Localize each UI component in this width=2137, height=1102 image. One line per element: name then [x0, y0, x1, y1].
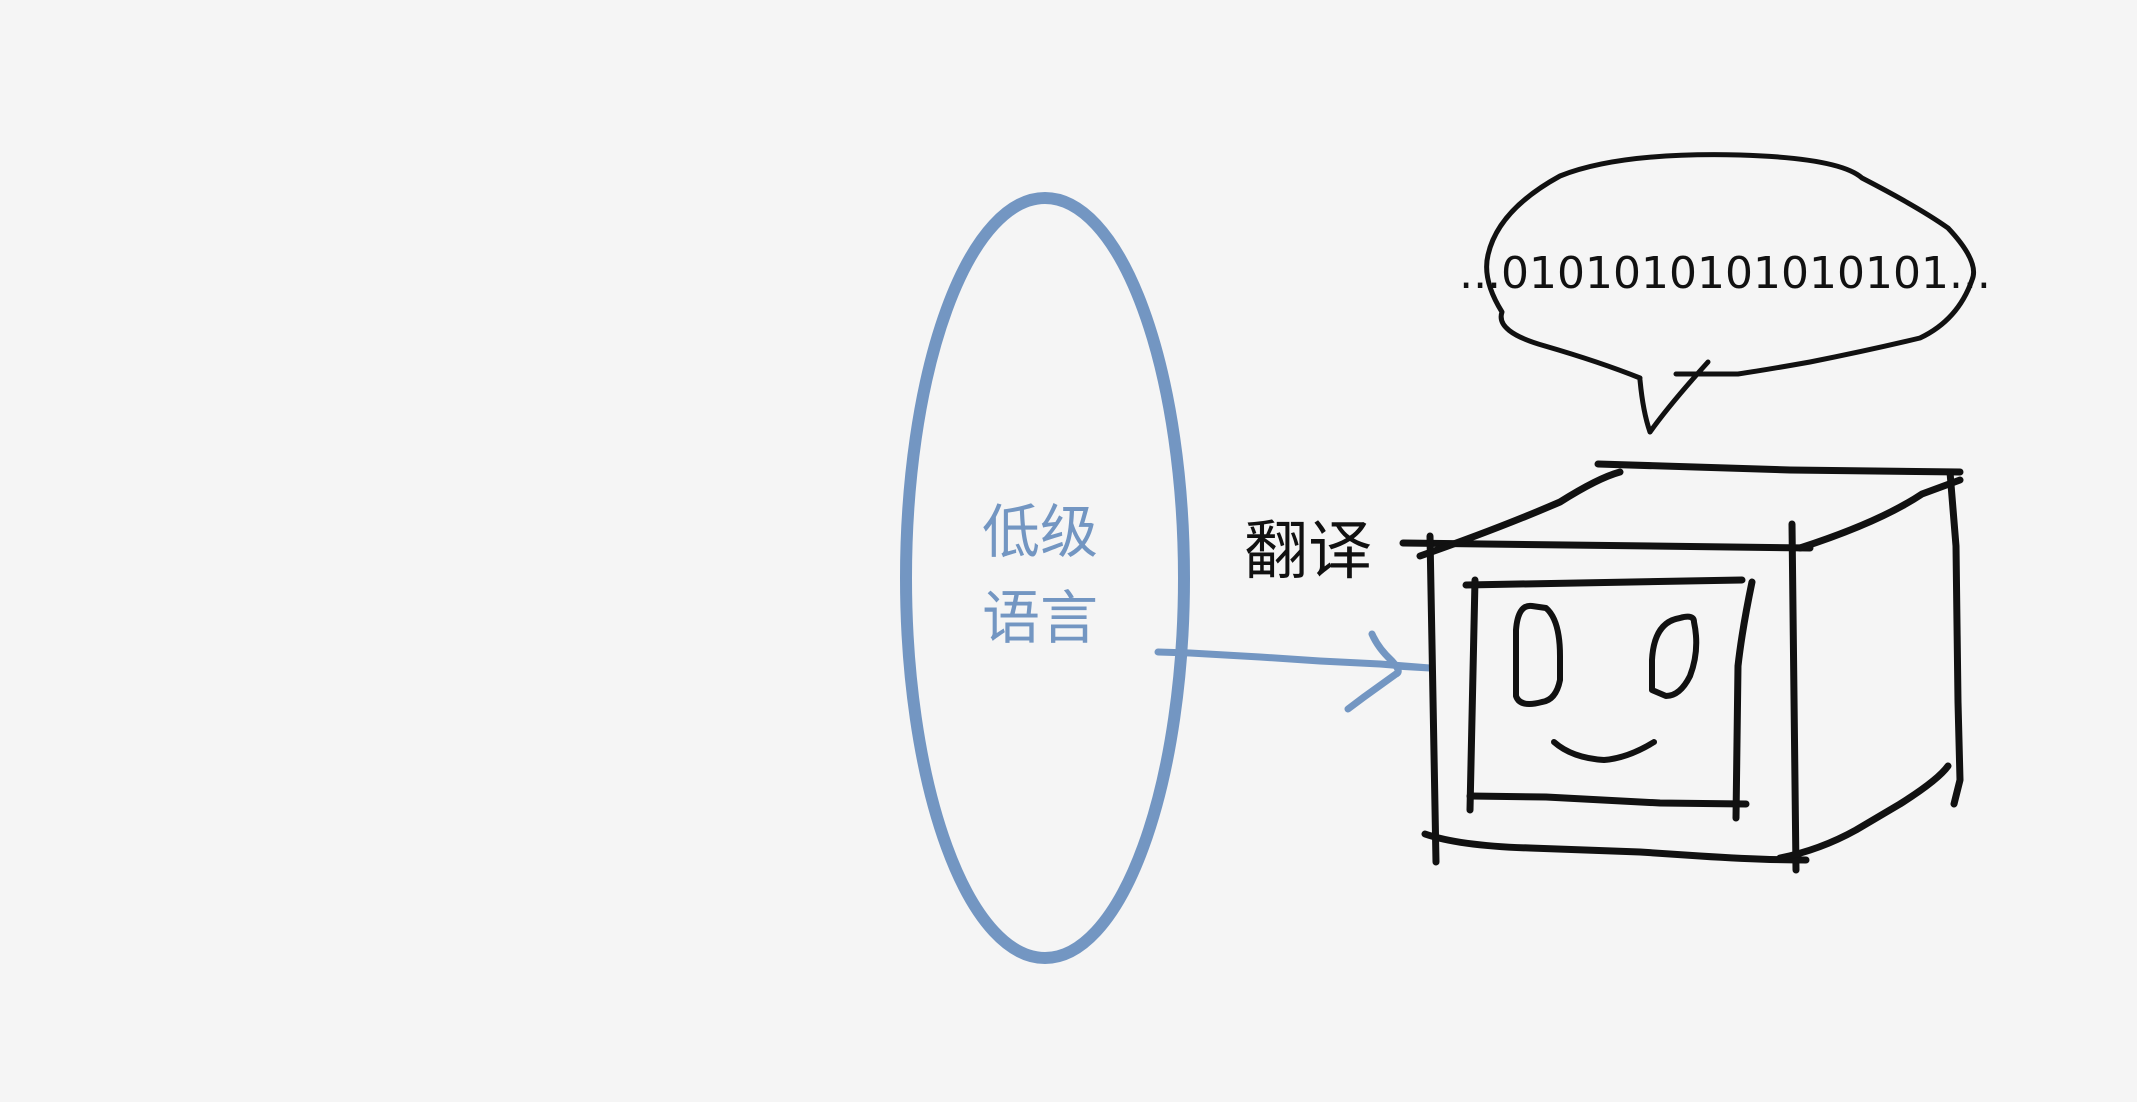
left-eye-icon: [1513, 602, 1563, 707]
screen-bottom-edge: [1466, 792, 1750, 808]
screen-left-edge: [1466, 576, 1479, 814]
box-front-right-edge: [1788, 520, 1800, 874]
low-level-language-line2: 语言: [982, 584, 1098, 652]
box-front-top-edge: [1399, 539, 1814, 552]
arrow-head: [1344, 630, 1402, 713]
box-top-back-edge: [1594, 460, 1964, 476]
robot-face: [1513, 602, 1700, 763]
speech-bubble-outline: [1484, 152, 1976, 381]
translate-arrow: [1154, 630, 1434, 713]
speech-bubble: [1484, 152, 1976, 435]
box-back-right-edge: [1946, 468, 1964, 808]
screen-right-edge: [1732, 578, 1756, 822]
smile-icon: [1551, 739, 1657, 763]
box-bottom-right-edge: [1776, 762, 1952, 862]
box-top-right-edge: [1796, 476, 1964, 552]
box-top-left-edge: [1416, 468, 1624, 560]
translate-label: 翻译: [1244, 515, 1372, 589]
language-ellipse: [900, 192, 1190, 964]
low-level-language-line1: 低级: [982, 498, 1098, 566]
screen-top-edge: [1462, 576, 1746, 589]
right-eye-icon: [1649, 613, 1700, 699]
binary-speech-text: ...0101010101010101...: [1459, 248, 1991, 299]
box-front-bottom-edge: [1421, 830, 1810, 864]
box-front-left-edge: [1426, 532, 1440, 866]
speech-bubble-tail: [1637, 359, 1711, 435]
computer-box: [1399, 460, 1964, 874]
